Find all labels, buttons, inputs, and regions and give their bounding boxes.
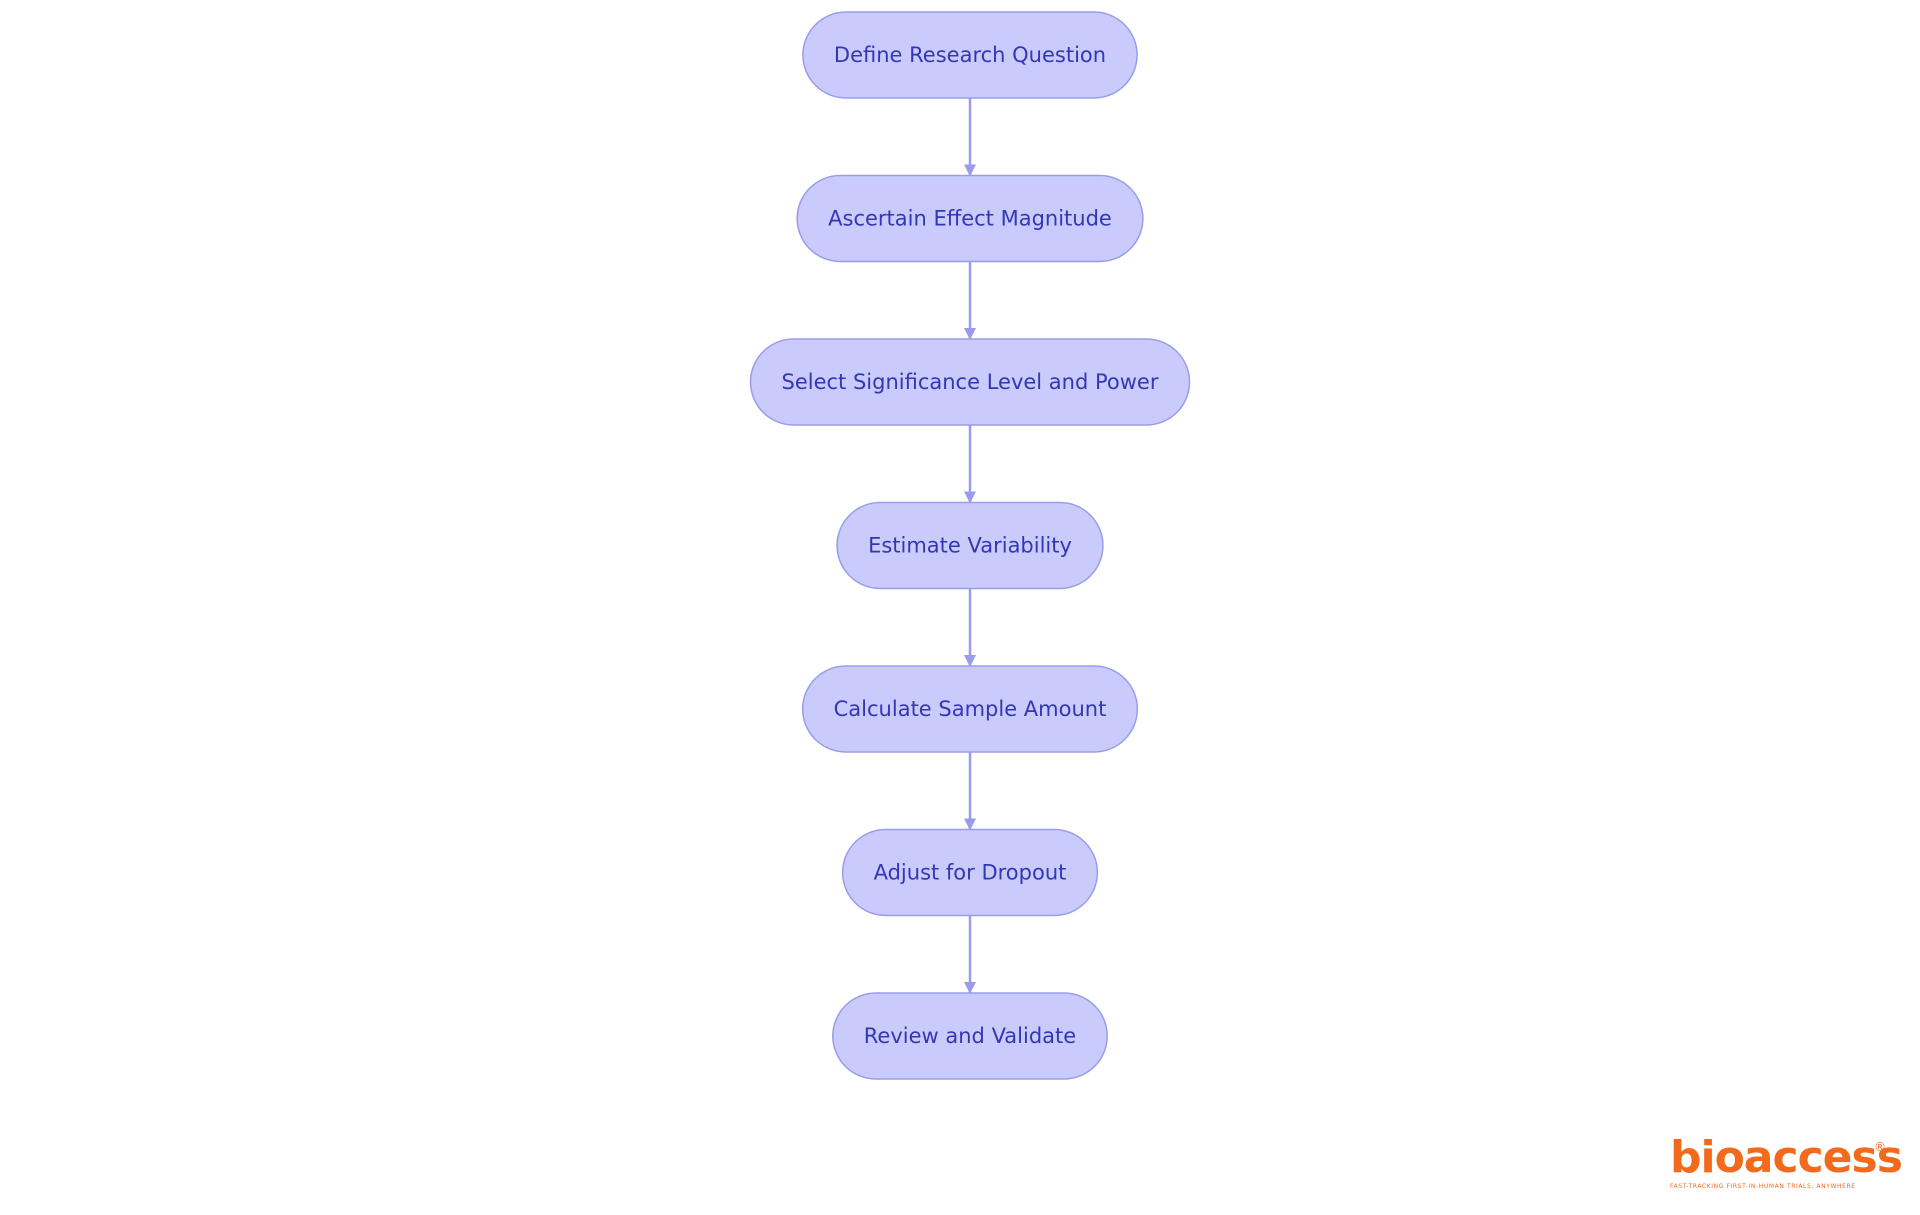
node-label: Calculate Sample Amount xyxy=(834,697,1107,721)
node-label: Adjust for Dropout xyxy=(874,861,1067,885)
node-label: Estimate Variability xyxy=(868,534,1072,558)
logo-wordmark: bioaccess xyxy=(1670,1132,1903,1183)
node-n3: Select Significance Level and Power xyxy=(749,338,1191,426)
node-label: Ascertain Effect Magnitude xyxy=(828,207,1112,231)
node-n1: Define Research Question xyxy=(802,11,1138,99)
node-shape xyxy=(749,338,1191,426)
node-shape xyxy=(801,665,1139,753)
node-n2: Ascertain Effect Magnitude xyxy=(796,174,1144,263)
bioaccess-logo: bioaccess ® FAST-TRACKING FIRST-IN-HUMAN… xyxy=(1670,1136,1903,1191)
node-label: Select Significance Level and Power xyxy=(782,370,1159,394)
node-shape xyxy=(832,992,1108,1080)
registered-mark: ® xyxy=(1874,1140,1886,1154)
node-shape xyxy=(802,11,1138,99)
logo-tagline: FAST-TRACKING FIRST-IN-HUMAN TRIALS, ANY… xyxy=(1670,1183,1856,1190)
node-n6: Adjust for Dropout xyxy=(841,828,1099,917)
node-shape xyxy=(841,828,1099,917)
node-n7: Review and Validate xyxy=(832,992,1108,1080)
node-n4: Estimate Variability xyxy=(836,501,1104,590)
node-n5: Calculate Sample Amount xyxy=(801,665,1139,753)
node-shape xyxy=(796,174,1144,263)
node-label: Review and Validate xyxy=(864,1024,1076,1048)
node-label: Define Research Question xyxy=(834,43,1106,67)
node-shape xyxy=(836,501,1104,590)
